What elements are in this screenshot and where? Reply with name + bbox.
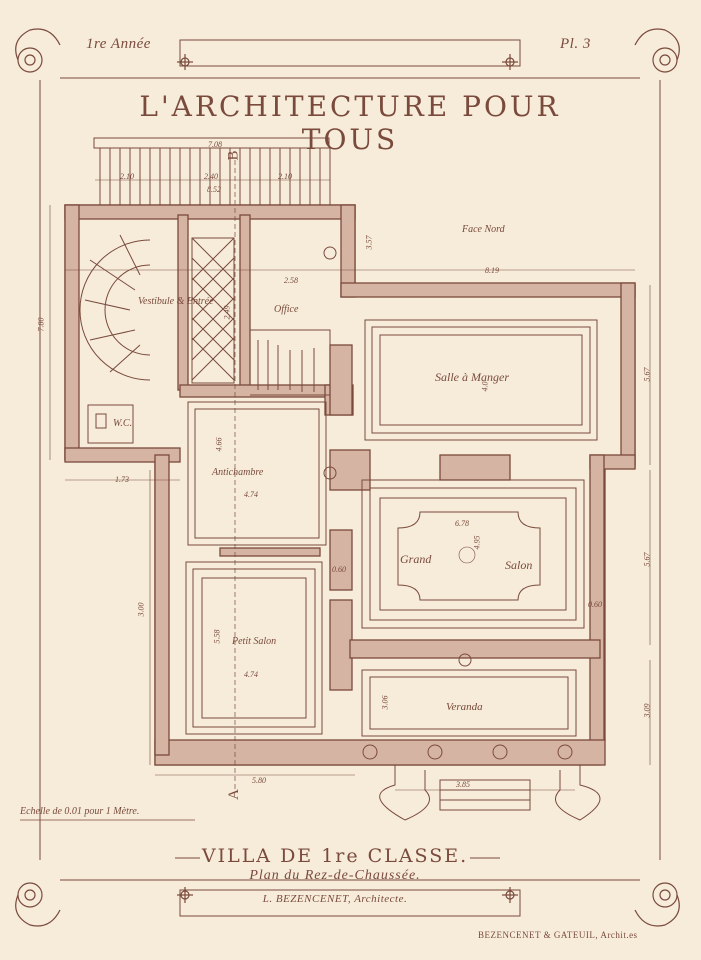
plate-number: Pl. 3 [560,36,591,52]
dim-vestibule-width: 2.49 [222,305,232,320]
corner-ornaments [15,28,680,927]
architect-name: L. BEZENCENET, Architecte. [262,893,408,905]
axis-a-label: A [225,789,242,800]
room-label-salon: Salon [505,558,533,572]
room-label-antichambre: Antichambre [212,467,264,478]
dim-grand-salon-side: 5.67 [642,552,652,567]
room-label-salle-a-manger: Salle à Manger [435,370,509,384]
room-label-veranda: Veranda [446,701,483,713]
north-face-label: Face Nord [462,224,505,235]
dim-petit-salon-width: 4.74 [244,670,258,679]
dim-grand-salon-width: 6.78 [455,519,469,528]
dim-gap-a: 0.60 [332,565,346,574]
scale-note: Echelle de 0.01 pour 1 Mètre. [20,806,140,817]
dim-bottom-width: 5.80 [252,776,266,785]
frame-top [179,39,521,67]
dim-salle-height: 5.67 [642,367,652,382]
dim-office-width: 2.58 [284,276,298,285]
room-label-grand: Grand [400,552,432,566]
dim-vestibule-height: 7.80 [36,317,46,332]
plan-subtitle: Plan du Rez-de-Chaussée. [249,868,421,883]
dim-grand-salon-height: 4.95 [472,535,482,550]
dim-petit-salon-height: 5.58 [212,629,222,644]
publisher-credit: BEZENCENET & GATEUIL, Archit.es [478,930,638,940]
dim-office-side: 3.57 [364,235,374,250]
villa-title: VILLA DE 1re CLASSE. [201,845,469,867]
page-title: L'ARCHITECTURE POUR TOUS [139,90,561,156]
dim-stair-left: 2.10 [120,172,134,181]
dim-petit-salon-side: 3.00 [136,602,146,617]
dim-front-width: 8.52 [207,185,221,194]
dim-stair-total: 7.08 [208,140,222,149]
dim-stair-right: 2.10 [278,172,292,181]
dim-stair-center: 2.40 [204,172,218,181]
room-label-petit-salon: Petit Salon [232,636,277,647]
room-label-office: Office [274,304,299,315]
axis-b-label: B [225,150,242,161]
dim-veranda-height: 3.06 [380,695,390,710]
year-label: 1re Année [86,36,151,52]
room-outlines [79,137,601,821]
dim-wc-width: 1.73 [115,475,129,484]
dim-east-width: 8.19 [485,266,499,275]
dim-steps-width: 3.85 [456,780,470,789]
dim-antichambre-height: 4.66 [214,437,224,452]
dim-antichambre-width: 4.74 [244,490,258,499]
dimension-lines [49,179,651,791]
room-label-wc: W.C. [113,418,133,429]
dim-gap-b: 0.60 [588,600,602,609]
room-label-vestibule: Vestibule & Entrée [138,296,214,307]
dim-salle-inner: 4.0 [480,381,490,392]
frame-bottom [179,889,521,917]
dim-veranda-side: 3.09 [642,703,652,718]
walls [64,204,636,766]
